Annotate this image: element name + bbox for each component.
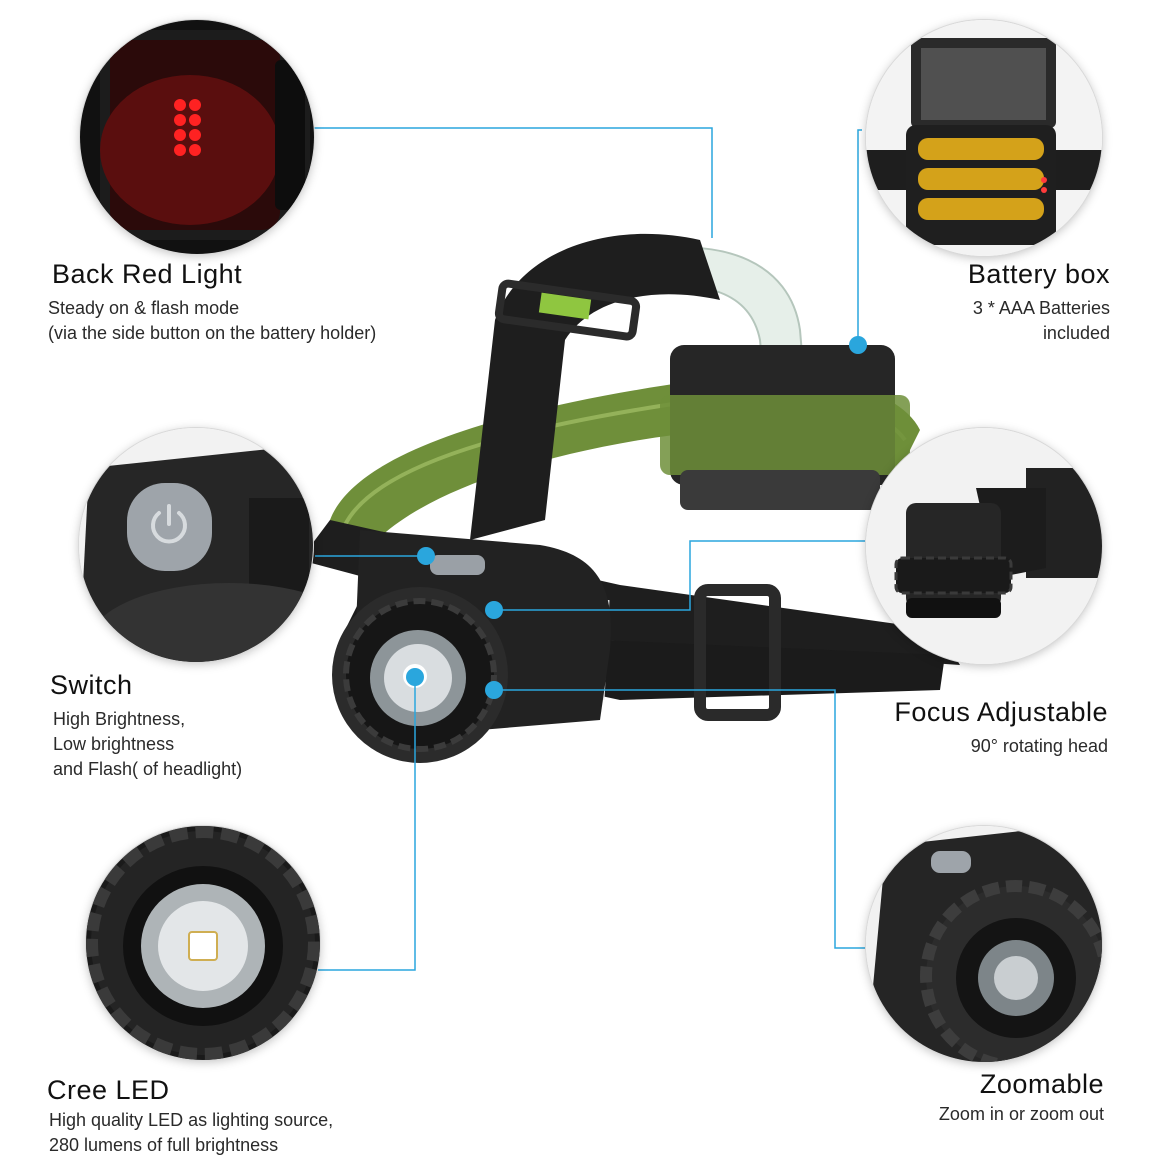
feature-focus-adjustable: Focus Adjustable 90° rotating head: [894, 696, 1108, 759]
feature-back-red-light: Back Red Light Steady on & flash mode (v…: [48, 258, 376, 346]
feature-desc-line: included: [1042, 323, 1110, 343]
feature-desc-line: Zoom in or zoom out: [938, 1104, 1104, 1124]
feature-desc-line: 280 lumens of full brightness: [49, 1135, 279, 1155]
feature-desc-line: 3 * AAA Batteries: [972, 298, 1110, 318]
power-icon: [151, 504, 187, 544]
feature-title: Battery box: [967, 259, 1110, 289]
feature-desc: 90° rotating head: [894, 734, 1108, 759]
focus-adjustable-photo: [866, 428, 1102, 664]
feature-cree-led: Cree LED High quality LED as lighting so…: [47, 1074, 333, 1158]
feature-desc: 3 * AAA Batteries included: [968, 296, 1110, 346]
callout-dot-cree-led: [406, 668, 424, 686]
feature-title: Back Red Light: [52, 259, 243, 289]
feature-desc-line: and Flash( of headlight): [53, 759, 243, 779]
feature-desc: Zoom in or zoom out: [939, 1102, 1104, 1127]
feature-desc: High Brightness, Low brightness and Flas…: [53, 707, 242, 782]
callout-dot-battery: [849, 336, 867, 354]
feature-desc: Steady on & flash mode (via the side but…: [48, 296, 376, 346]
side-buckle: [694, 584, 781, 721]
feature-title: Cree LED: [47, 1075, 170, 1105]
feature-title: Switch: [50, 670, 133, 700]
feature-desc-line: Steady on & flash mode: [48, 298, 240, 318]
red-led-1: [174, 99, 186, 111]
callout-line-focus: [495, 540, 865, 611]
callout-line-zoom: [495, 689, 865, 949]
power-button: [127, 483, 212, 571]
callout-dot-focus: [485, 601, 503, 619]
feature-battery-box: Battery box 3 * AAA Batteries included: [968, 258, 1110, 346]
feature-desc-line: High Brightness,: [53, 709, 186, 729]
led-chip: [188, 931, 218, 961]
switch-photo: [79, 428, 313, 662]
callout-dot-zoom: [485, 681, 503, 699]
feature-switch: Switch High Brightness, Low brightness a…: [50, 669, 242, 782]
callout-line-back-red-light: [312, 127, 713, 238]
feature-desc-line: Low brightness: [53, 734, 175, 754]
callout-line-cree-led: [318, 677, 416, 971]
cree-led-photo: [86, 826, 320, 1060]
feature-title: Focus Adjustable: [894, 697, 1108, 727]
black-top-strap: [470, 233, 720, 540]
feature-desc-line: High quality LED as lighting source,: [49, 1110, 334, 1130]
feature-zoomable: Zoomable Zoom in or zoom out: [939, 1068, 1104, 1127]
zoomable-photo: [866, 826, 1102, 1062]
strap-buckle: [494, 279, 641, 341]
feature-desc: High quality LED as lighting source, 280…: [49, 1108, 333, 1158]
battery-box-photo: [866, 20, 1102, 256]
feature-desc-line: 90° rotating head: [970, 736, 1108, 756]
feature-title: Zoomable: [979, 1069, 1104, 1099]
callout-dot-switch: [417, 547, 435, 565]
callout-line-battery-box: [857, 129, 862, 345]
feature-desc-line: (via the side button on the battery hold…: [48, 323, 377, 343]
back-red-light-photo: [80, 20, 314, 254]
